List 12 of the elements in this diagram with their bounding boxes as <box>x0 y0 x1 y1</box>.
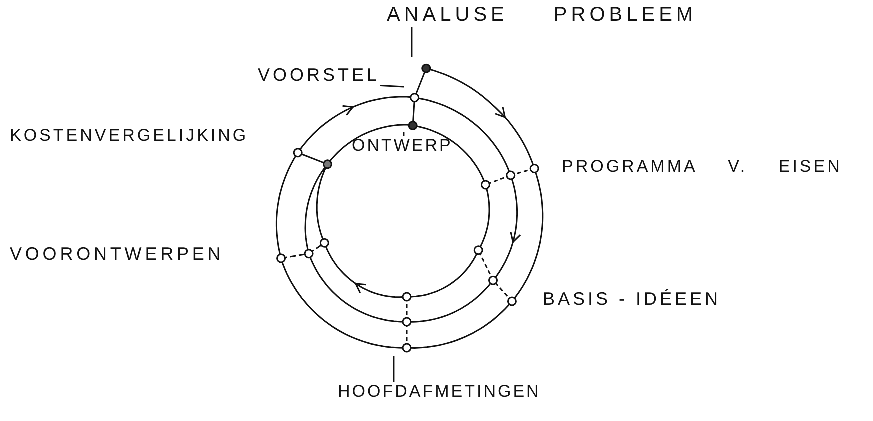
leader-line <box>380 85 404 88</box>
stage-label: PROGRAMMA V. EISEN <box>562 157 842 177</box>
stage-label: VOORONTWERPEN <box>10 244 224 265</box>
leader-line <box>393 356 395 382</box>
stage-label: ANALUSE PROBLEEM <box>387 4 698 27</box>
stage-label: HOOFDAFMETINGEN <box>338 382 541 402</box>
leader-line <box>403 132 405 136</box>
stage-label: KOSTENVERGELIJKING <box>10 126 249 146</box>
stage-label: VOORSTEL <box>258 65 380 86</box>
leader-line <box>411 27 413 57</box>
stage-label: BASIS - IDÉEEN <box>543 289 722 310</box>
stage-label: ONTWERP <box>352 136 453 156</box>
